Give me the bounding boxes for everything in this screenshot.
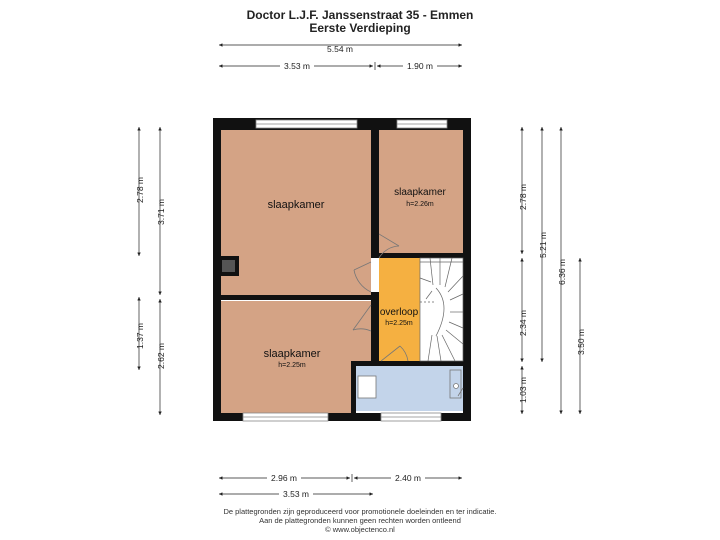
room-label-bedroom-main: slaapkamer <box>268 199 325 211</box>
chimney-inner <box>222 260 235 272</box>
staircase <box>419 257 464 362</box>
dim-label-right-a-mid: 2.34 m <box>518 310 528 336</box>
dim-label-right-a-top: 2.78 m <box>518 184 528 210</box>
dim-label-left-inner-top: 3.71 m <box>156 199 166 225</box>
dim-label-bottom-left: 2.96 m <box>271 473 297 483</box>
room-label-bedroom-small: slaapkamer <box>394 187 446 198</box>
dim-label-right-c: 6.36 m <box>557 259 567 285</box>
disclaimer-line-1: De plattegronden zijn geproduceerd voor … <box>223 507 497 516</box>
doors <box>352 233 409 362</box>
copyright-link[interactable]: © www.objectenco.nl <box>325 525 395 534</box>
bedroom-bottom-floor <box>221 301 351 413</box>
windows <box>242 119 448 422</box>
bedroom-small-floor <box>379 130 463 254</box>
stairwell-floor <box>420 258 463 361</box>
page-title: Doctor L.J.F. Janssenstraat 35 - Emmen <box>246 8 474 22</box>
room-label-bedroom-bottom: slaapkamer <box>264 348 321 360</box>
dim-label-left-outer-top: 2.78 m <box>135 177 145 203</box>
disclaimer-line-2: Aan de plattegronden kunnen geen rechten… <box>259 516 461 525</box>
dim-label-right-b: 5.21 m <box>538 232 548 258</box>
landing-floor <box>379 258 420 361</box>
room-height-bedroom-small: h=2.26m <box>406 201 434 208</box>
dim-label-bottom-total: 3.53 m <box>283 489 309 499</box>
bedroom-bottom-floor-ext <box>351 301 371 361</box>
room-height-bedroom-bottom: h=2.25m <box>278 362 306 369</box>
dim-label-bottom-right: 2.40 m <box>395 473 421 483</box>
dim-label-top-left: 3.53 m <box>284 61 310 71</box>
dim-label-top-right: 1.90 m <box>407 61 433 71</box>
dim-label-top-total: 5.54 m <box>327 44 353 54</box>
floor-subtitle: Eerste Verdieping <box>309 21 411 35</box>
dim-label-right-d: 3.50 m <box>576 329 586 355</box>
bathroom-fixtures <box>357 369 464 399</box>
dim-label-left-outer-bottom: 1.37 m <box>135 323 145 349</box>
room-height-landing: h=2.25m <box>385 320 413 327</box>
bedroom-main-floor <box>221 130 371 295</box>
room-label-landing: overloop <box>380 307 419 318</box>
dim-label-left-inner-bottom: 2.62 m <box>156 343 166 369</box>
dim-label-right-a-bottom: 1.03 m <box>518 377 528 403</box>
